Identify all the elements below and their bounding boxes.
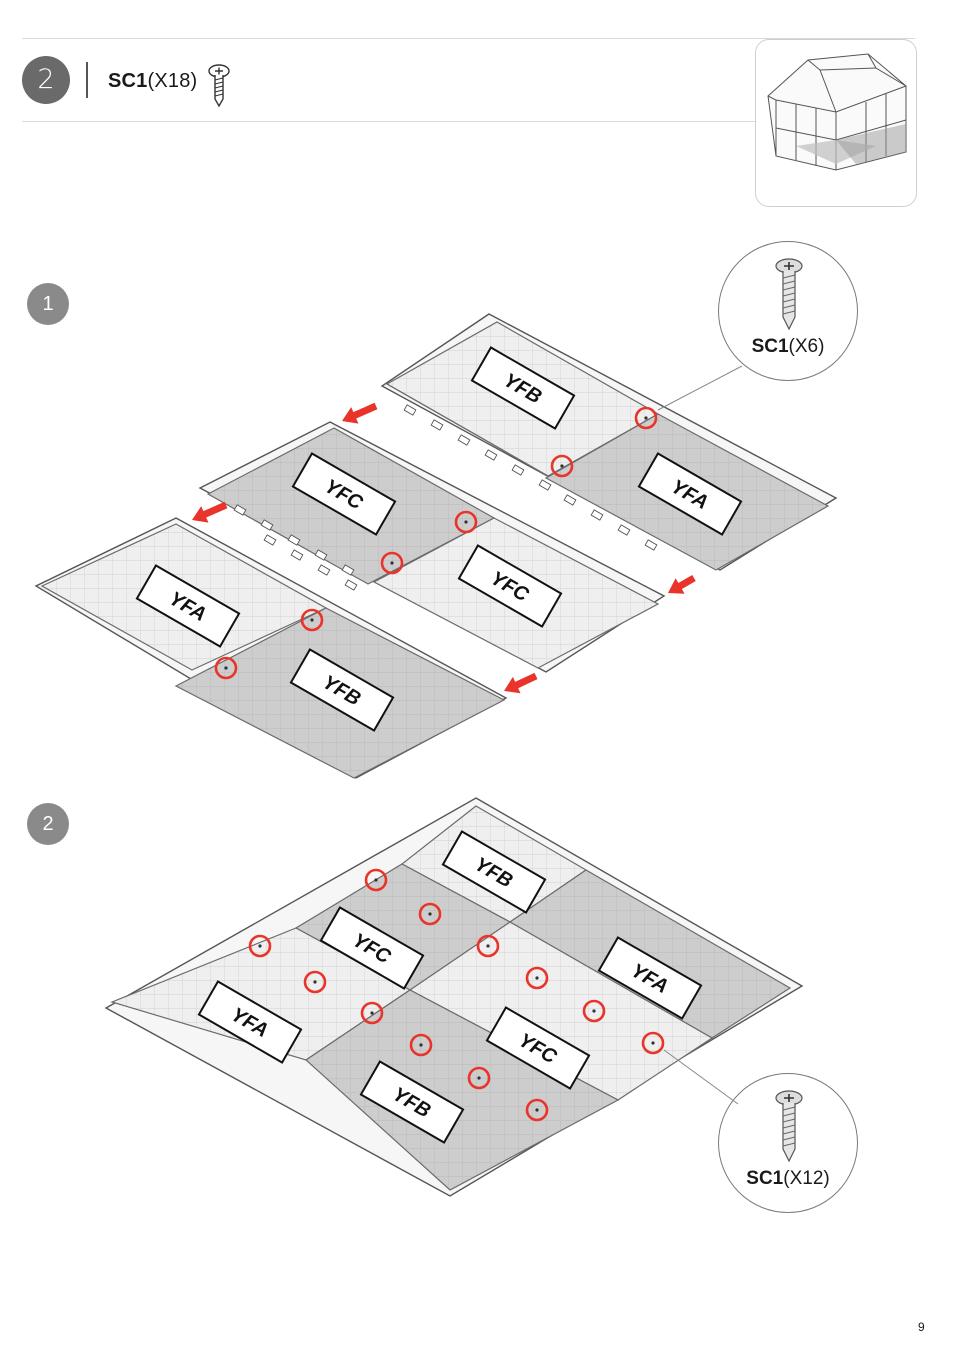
- connector-tab: [617, 524, 631, 536]
- screw-position-mark: [364, 868, 388, 892]
- screw-hole: [390, 561, 394, 565]
- connector-tab: [538, 479, 552, 491]
- screw-position-mark: [641, 1031, 665, 1055]
- panel-seam: [386, 383, 549, 477]
- callout-leader-line: [657, 365, 743, 411]
- panel-label: YFB: [359, 1060, 465, 1144]
- screw-hole: [428, 912, 432, 916]
- screw-position-mark: [550, 454, 574, 478]
- direction-arrow: [342, 402, 378, 424]
- callout-qty: (X12): [783, 1168, 830, 1189]
- connector-tab: [457, 434, 471, 446]
- screw-position-mark: [303, 970, 327, 994]
- connector-tab: [317, 564, 331, 576]
- header-top-rule: [22, 38, 915, 39]
- screw-position-mark: [454, 510, 478, 534]
- panel-label: YFB: [470, 346, 576, 430]
- connector-tab: [563, 494, 577, 506]
- page-number: 9: [918, 1320, 925, 1334]
- screw-hole: [592, 1009, 596, 1013]
- screw-position-mark: [380, 551, 404, 575]
- screw-position-mark: [525, 1098, 549, 1122]
- panel-label: YFB: [441, 830, 547, 914]
- screw-hole: [464, 520, 468, 524]
- screw-hole: [477, 1076, 481, 1080]
- part-qty: (X18): [147, 70, 198, 92]
- connector-tab: [233, 504, 247, 516]
- panel-label: YFC: [291, 452, 397, 536]
- panel-label: YFA: [135, 564, 241, 648]
- panel-label: YFC: [457, 544, 563, 628]
- screw-hole: [560, 464, 564, 468]
- greenhouse-icon: [767, 53, 907, 171]
- connector-tab: [590, 509, 604, 521]
- header-divider: [86, 62, 88, 98]
- callout-leader-line: [663, 1049, 739, 1105]
- screw-hole: [535, 1108, 539, 1112]
- screw-position-mark: [418, 902, 442, 926]
- callout-qty: (X6): [788, 336, 825, 357]
- step-number-badge: 2: [22, 56, 70, 104]
- screw-hole: [313, 980, 317, 984]
- panel-label: YFA: [197, 980, 303, 1064]
- callout-label-2: SC1(X12): [719, 1168, 857, 1190]
- screw-hole: [644, 416, 648, 420]
- screw-hole: [486, 944, 490, 948]
- screw-position-mark: [360, 1001, 384, 1025]
- screw-position-mark: [476, 934, 500, 958]
- screw-position-mark: [582, 999, 606, 1023]
- greenhouse-thumbnail: [755, 39, 917, 207]
- direction-arrow: [192, 501, 228, 523]
- header-bottom-rule: [22, 121, 755, 122]
- connector-tab: [314, 549, 328, 561]
- screw-position-mark: [409, 1033, 433, 1057]
- screw-icon: [208, 64, 230, 108]
- screw-hole: [258, 944, 262, 948]
- connector-tab: [263, 534, 277, 546]
- connector-tab: [403, 404, 417, 416]
- direction-arrow: [504, 672, 538, 694]
- panel-label: YFA: [597, 936, 703, 1020]
- screw-hole: [224, 666, 228, 670]
- sub-step-1-badge: 1: [27, 283, 69, 325]
- panel-label: YFC: [485, 1006, 591, 1090]
- screw-position-mark: [300, 608, 324, 632]
- connector-tab: [484, 449, 498, 461]
- panel-label: YFB: [289, 648, 395, 732]
- connector-tab: [260, 519, 274, 531]
- screw-icon: [775, 1090, 803, 1163]
- connector-tab: [430, 419, 444, 431]
- screw-hole: [535, 976, 539, 980]
- screw-hole: [370, 1011, 374, 1015]
- screw-position-mark: [634, 406, 658, 430]
- connector-tab: [287, 534, 301, 546]
- connector-tab: [341, 564, 355, 576]
- screw-hole: [310, 618, 314, 622]
- screw-position-mark: [248, 934, 272, 958]
- callout-code: SC1: [746, 1168, 784, 1189]
- screw-position-mark: [525, 966, 549, 990]
- panel-label: YFA: [637, 452, 743, 536]
- part-code: SC1: [108, 70, 148, 92]
- connector-tab: [511, 464, 525, 476]
- callout-code: SC1: [751, 336, 789, 357]
- callout-bubble-2: SC1(X12): [718, 1073, 858, 1213]
- sub-step-2-badge: 2: [27, 803, 69, 845]
- screw-hole: [374, 878, 378, 882]
- part-label: SC1(X18): [108, 70, 197, 93]
- screw-icon: [775, 258, 803, 331]
- screw-hole: [419, 1043, 423, 1047]
- connector-tab: [290, 549, 304, 561]
- screw-hole: [651, 1041, 655, 1045]
- screw-position-mark: [467, 1066, 491, 1090]
- connector-tab: [644, 539, 658, 551]
- callout-label-1: SC1(X6): [719, 336, 857, 358]
- connector-tab: [344, 579, 358, 591]
- callout-bubble-1: SC1(X6): [718, 241, 858, 381]
- direction-arrow: [668, 574, 696, 594]
- screw-position-mark: [214, 656, 238, 680]
